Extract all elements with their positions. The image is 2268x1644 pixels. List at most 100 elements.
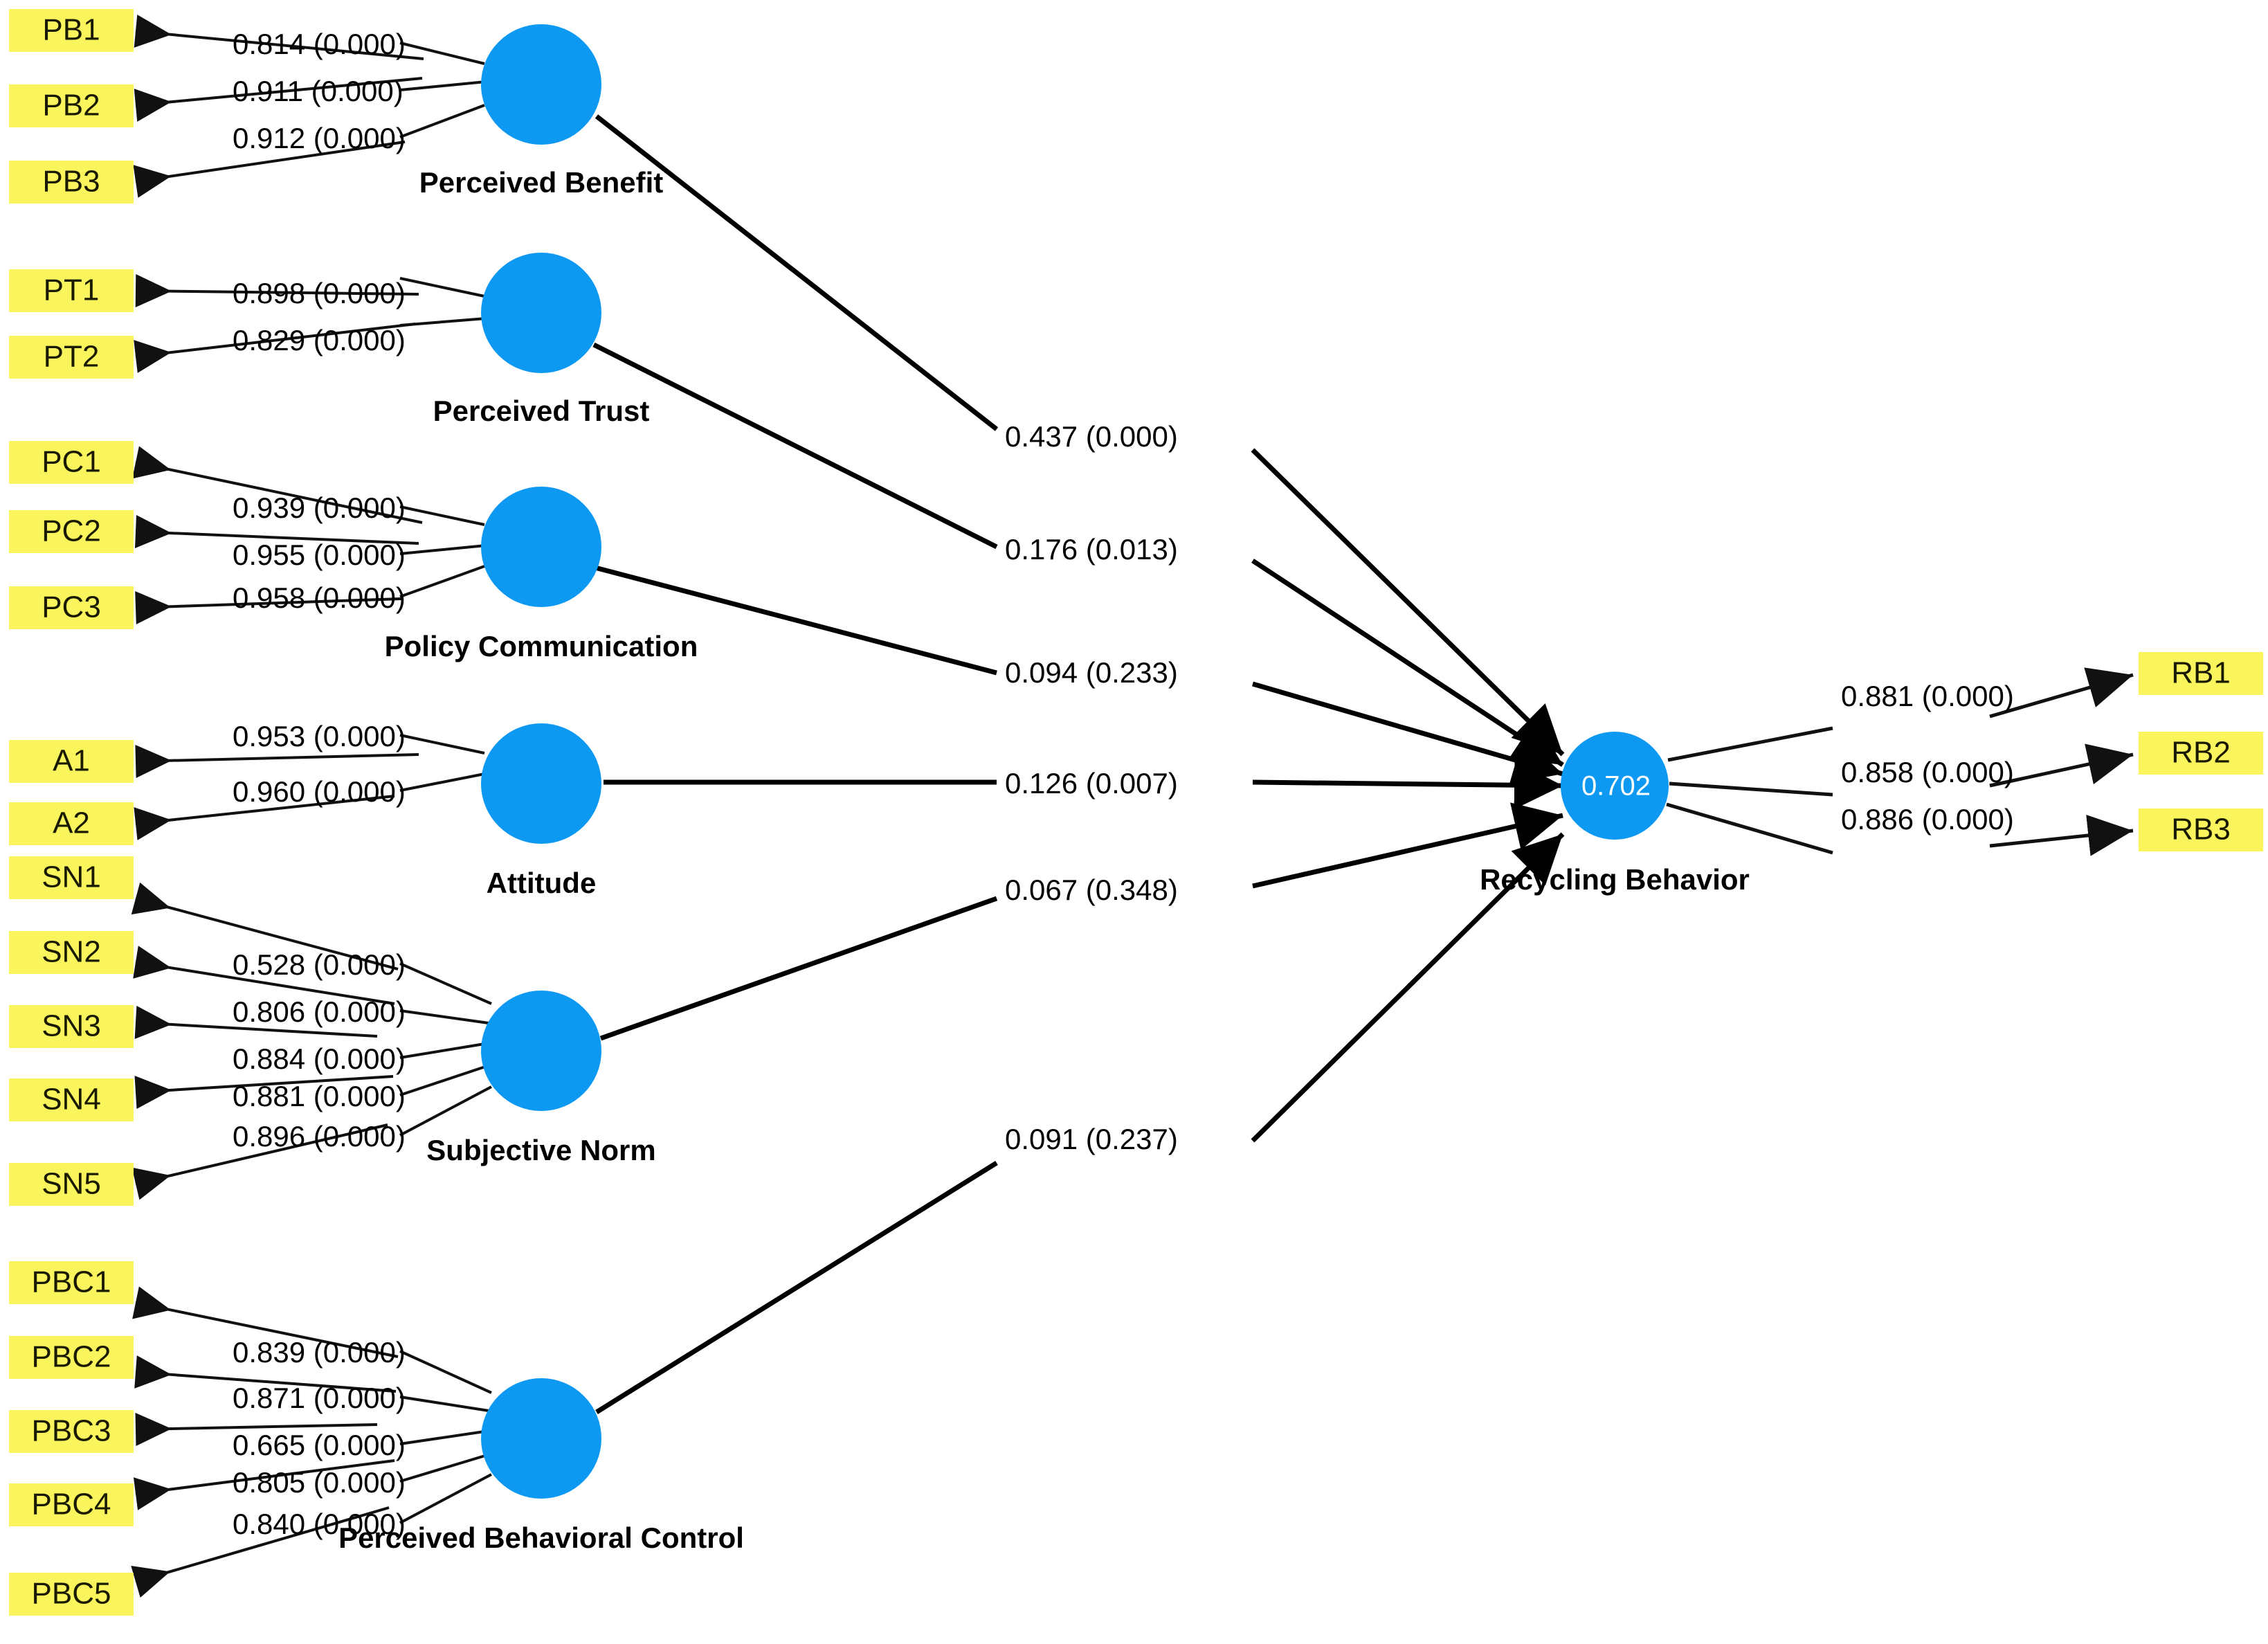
loading-value-sn2: 0.806 (0.000) [233,995,406,1028]
latent-name-subjective-norm: Subjective Norm [426,1134,655,1166]
indicator-box-pbc5[interactable] [9,1573,134,1616]
indicator-box-sn4[interactable] [9,1078,134,1121]
loading-value-pt1: 0.898 (0.000) [233,277,406,309]
latent-perceived-behavioral-control[interactable]: Perceived Behavioral Control [338,1378,744,1554]
loading-arrows-perceived-trust [134,274,419,373]
indicator-box-pbc4[interactable] [9,1483,134,1526]
latent-name-perceived-behavioral-control: Perceived Behavioral Control [338,1521,744,1554]
indicator-box-sn3[interactable] [9,1005,134,1048]
latent-attitude[interactable]: Attitude [481,723,601,899]
latent-circle-policy-communication[interactable] [481,487,601,607]
loading-value-pb3: 0.912 (0.000) [233,122,406,154]
structural-path-a-to-rb-right [1252,761,1563,810]
structural-path-pt-to-rb-left [592,342,998,550]
indicator-box-pb3[interactable] [9,161,134,204]
loading-arrow-pbc2 [134,1355,397,1393]
indicator-box-pt1[interactable] [9,269,134,312]
indicator-box-pbc3[interactable] [9,1410,134,1453]
indicator-box-sn5[interactable] [9,1163,134,1206]
loading-arrow-sn3 [134,1006,378,1039]
loading-arrow-pc2 [135,515,419,548]
latent-name-attitude: Attitude [487,867,597,899]
structural-coefficients: 0.437 (0.000) 0.176 (0.013) 0.094 (0.233… [1005,420,1178,1155]
indicator-boxes-right: RB1 RB2 RB3 [2139,652,2263,851]
latent-circle-recycling-behavior[interactable] [1561,732,1669,840]
loading-arrows-subjective-norm [131,882,399,1200]
indicator-box-rb2[interactable] [2139,732,2263,775]
indicator-label-sn4: SN4 [42,1083,101,1117]
latent-name-perceived-benefit: Perceived Benefit [419,166,664,199]
loading-arrow-pbc5 [131,1506,390,1598]
structural-path-pbc-to-rb-right [1251,832,1565,1143]
loading-value-pbc2: 0.871 (0.000) [233,1382,406,1414]
indicator-label-pbc1: PBC1 [32,1265,111,1299]
path-value-sn-rb: 0.067 (0.348) [1005,874,1178,906]
latent-subjective-norm[interactable]: Subjective Norm [426,991,656,1166]
indicator-label-a2: A2 [53,806,90,840]
outcome-stub-rb1 [1667,726,1833,762]
latent-perceived-trust[interactable]: Perceived Trust [433,253,650,427]
loading-arrow-pbc1 [132,1286,399,1358]
indicator-box-pb1[interactable] [9,9,134,52]
latent-circle-perceived-trust[interactable] [481,253,601,373]
indicator-box-a1[interactable] [9,740,134,783]
indicator-box-pc2[interactable] [9,510,134,553]
loading-arrows-perceived-benefit [133,15,424,198]
outcome-arrow-rb1 [1989,667,2134,719]
structural-path-pc-to-rb-right [1252,681,1563,784]
indicator-box-pbc1[interactable] [9,1261,134,1304]
loading-value-pb1: 0.814 (0.000) [233,28,406,60]
indicator-label-sn5: SN5 [42,1167,101,1201]
outcome-loading-arrows [1666,667,2134,856]
loading-value-rb3: 0.886 (0.000) [1841,803,2014,835]
path-value-pc-rb: 0.094 (0.233) [1005,656,1178,689]
loading-arrow-pt1 [135,274,419,307]
loading-value-a2: 0.960 (0.000) [233,775,406,808]
loading-value-pbc3: 0.665 (0.000) [233,1429,406,1461]
indicator-box-pc1[interactable] [9,441,134,484]
latent-circle-attitude[interactable] [481,723,601,844]
latent-recycling-behavior[interactable]: 0.702 Recycling Behavior [1480,732,1750,896]
indicator-label-rb2: RB2 [2171,736,2231,770]
indicator-label-rb1: RB1 [2171,656,2231,690]
structural-path-pb-to-rb-right [1251,448,1565,757]
indicator-box-pb2[interactable] [9,84,134,127]
indicator-label-rb3: RB3 [2171,813,2231,847]
indicator-label-pbc2: PBC2 [32,1340,111,1374]
structural-path-pc-to-rb-left [595,565,997,676]
indicator-box-pbc2[interactable] [9,1336,134,1379]
indicator-box-sn2[interactable] [9,931,134,974]
latent-circle-perceived-behavioral-control[interactable] [481,1378,601,1499]
loading-value-pt2: 0.829 (0.000) [233,324,406,356]
latent-circle-perceived-benefit[interactable] [481,24,601,145]
latent-name-recycling-behavior: Recycling Behavior [1480,863,1750,896]
outcome-stub-rb3 [1666,802,1833,855]
loading-arrow-sn2 [133,946,395,1005]
indicator-label-sn3: SN3 [42,1009,101,1043]
loading-arrow-pb2 [134,77,423,122]
loading-value-pbc4: 0.805 (0.000) [233,1466,406,1499]
indicator-box-a2[interactable] [9,802,134,845]
latent-perceived-benefit[interactable]: Perceived Benefit [419,24,664,199]
outcome-arrow-rb2 [1989,743,2134,788]
path-value-pbc-rb: 0.091 (0.237) [1005,1123,1178,1155]
indicator-label-pbc3: PBC3 [32,1414,111,1448]
latent-circle-subjective-norm[interactable] [481,991,601,1111]
loading-value-sn1: 0.528 (0.000) [233,948,406,981]
loading-arrow-sn5 [131,1123,388,1200]
indicator-box-rb1[interactable] [2139,652,2263,695]
latent-policy-communication[interactable]: Policy Communication [385,487,698,662]
loading-value-pbc1: 0.839 (0.000) [233,1336,406,1369]
loading-arrow-sn1 [131,882,399,970]
indicator-box-rb3[interactable] [2139,809,2263,851]
indicator-box-pc3[interactable] [9,586,134,629]
loading-arrow-pt2 [134,323,416,373]
loading-arrow-pb1 [134,15,424,60]
loading-arrows-attitude [134,745,419,840]
indicator-box-sn1[interactable] [9,856,134,899]
indicator-box-pt2[interactable] [9,336,134,379]
indicator-boxes-left: PB1 PB2 PB3 PT1 PT2 PC1 PC2 PC3 A1 A2 SN… [9,9,134,1616]
loading-arrow-pbc3 [135,1413,378,1446]
